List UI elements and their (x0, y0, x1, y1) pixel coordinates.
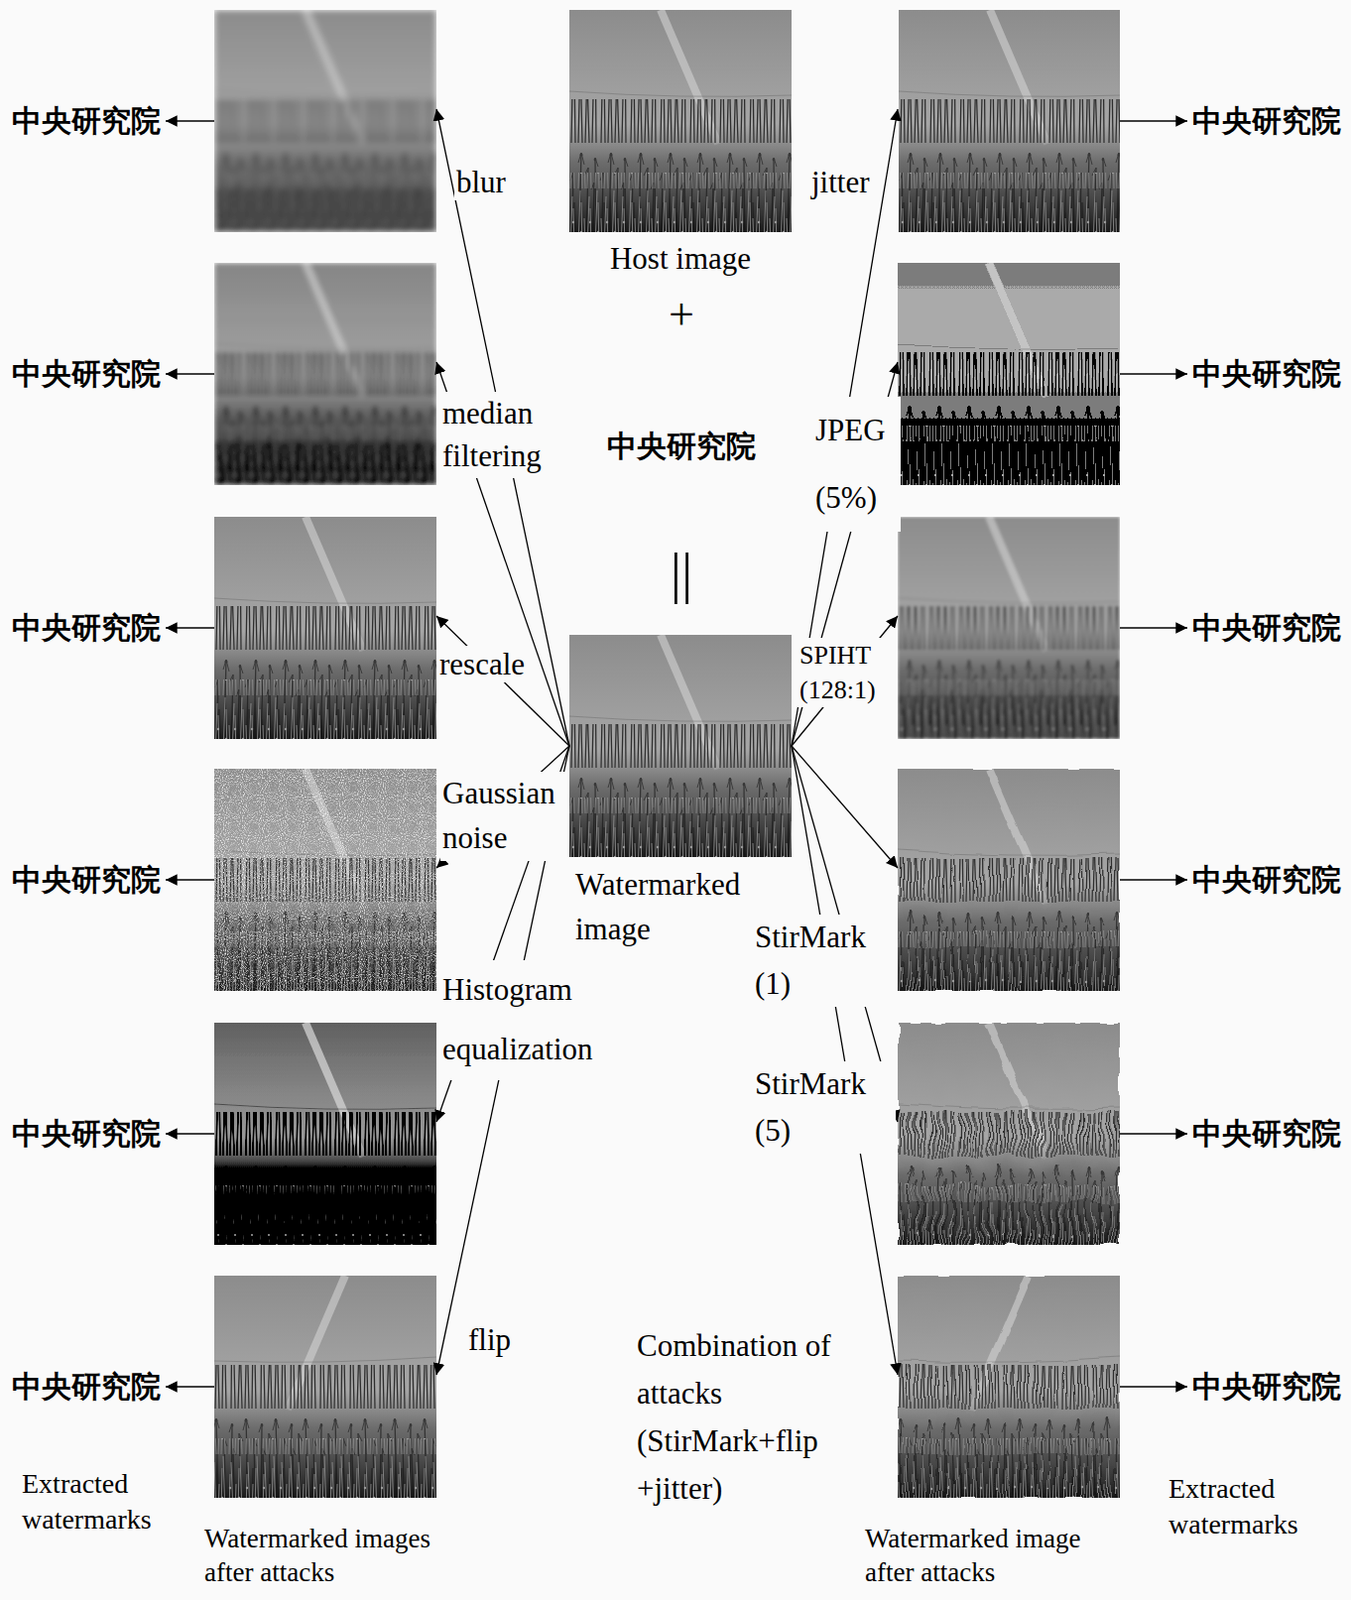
attacked-image (214, 1022, 437, 1245)
attack-arrow (165, 1385, 215, 1387)
attack-label: flip (466, 1321, 513, 1358)
watermark-text: 中央研究院 (11, 1114, 161, 1153)
extracted-watermark: 中央研究院 (11, 355, 161, 393)
watermark-text: 中央研究院 (11, 1367, 161, 1406)
attacked-image (897, 1022, 1120, 1245)
watermark-text: 中央研究院 (11, 860, 161, 899)
host-image: Host image (569, 9, 792, 233)
extracted-watermark: 中央研究院 (11, 1114, 161, 1153)
attack-arrow (1119, 626, 1188, 628)
extracted-watermark: 中央研究院 (11, 609, 161, 647)
watermark-text: 中央研究院 (1192, 102, 1342, 140)
attack-label: blur (454, 163, 508, 201)
column-caption: Extracted watermarks (1168, 1471, 1338, 1544)
watermarked-image: Watermarked image (569, 634, 792, 858)
extracted-watermark: 中央研究院 (1192, 355, 1342, 393)
watermark-text: 中央研究院 (1192, 609, 1342, 647)
attack-arrow (1119, 372, 1188, 374)
attack-label: Gaussian noise (440, 771, 569, 861)
watermark-text: 中央研究院 (1192, 1367, 1342, 1406)
watermark-text: 中央研究院 (11, 102, 161, 140)
attack-label: median filtering (440, 391, 584, 479)
extracted-watermark: 中央研究院 (1192, 860, 1342, 899)
attack-arrow (165, 120, 215, 122)
attacked-image (214, 1275, 437, 1498)
attack-label: Combination of attacks (StirMark+flip +j… (634, 1322, 867, 1513)
watermark-text: 中央研究院 (11, 609, 161, 647)
attacked-image (897, 1275, 1120, 1498)
extracted-watermark: 中央研究院 (11, 102, 161, 140)
attack-label: JPEG (5%) (813, 396, 901, 532)
equals-sign: || (670, 543, 693, 606)
watermark-text: 中央研究院 (1192, 355, 1342, 393)
extracted-watermark: 中央研究院 (11, 860, 161, 899)
attacked-image (214, 9, 437, 233)
attack-arrow (791, 615, 898, 746)
attacked-image (214, 262, 437, 486)
column-caption: Watermarked images after attacks (204, 1522, 463, 1591)
watermark-logo: 中央研究院 (607, 427, 756, 466)
attack-label: jitter (809, 163, 872, 201)
attack-arrow (791, 745, 898, 1375)
attack-arrow (1119, 1132, 1188, 1134)
attack-label: SPIHT (128:1) (797, 637, 896, 708)
attack-arrow (1119, 120, 1188, 122)
attack-arrow (436, 615, 570, 746)
watermark-text: 中央研究院 (1192, 1114, 1342, 1153)
attack-arrow (1119, 1385, 1188, 1387)
extracted-watermark: 中央研究院 (1192, 1114, 1342, 1153)
watermark-text: 中央研究院 (1192, 860, 1342, 899)
extracted-watermark: 中央研究院 (1192, 1367, 1342, 1406)
plus-sign: + (668, 289, 695, 341)
image-caption: Host image (529, 240, 832, 277)
attack-arrow (165, 1132, 215, 1134)
attacked-image (897, 768, 1120, 991)
attacked-image (214, 516, 437, 739)
attack-label: rescale (437, 645, 527, 683)
attack-arrow (436, 745, 570, 868)
attacked-image (897, 516, 1120, 739)
extracted-watermark: 中央研究院 (1192, 609, 1342, 647)
attacked-image (897, 9, 1120, 233)
attacked-image (214, 768, 437, 991)
attack-arrow (1119, 878, 1188, 880)
attack-arrow (165, 626, 215, 628)
attack-arrow (165, 878, 215, 880)
extracted-watermark: 中央研究院 (1192, 102, 1342, 140)
attack-arrow (165, 372, 215, 374)
column-caption: Watermarked image after attacks (864, 1522, 1123, 1591)
watermark-text: 中央研究院 (607, 427, 756, 466)
column-caption: Extracted watermarks (21, 1466, 191, 1539)
extracted-watermark: 中央研究院 (11, 1367, 161, 1406)
watermark-text: 中央研究院 (11, 355, 161, 393)
attack-arrow (791, 745, 898, 868)
attack-label: Histogram equalization (440, 960, 614, 1081)
attacked-image (897, 262, 1120, 486)
attack-label: StirMark (5) (752, 1061, 896, 1154)
attack-label: StirMark (1) (752, 914, 896, 1007)
